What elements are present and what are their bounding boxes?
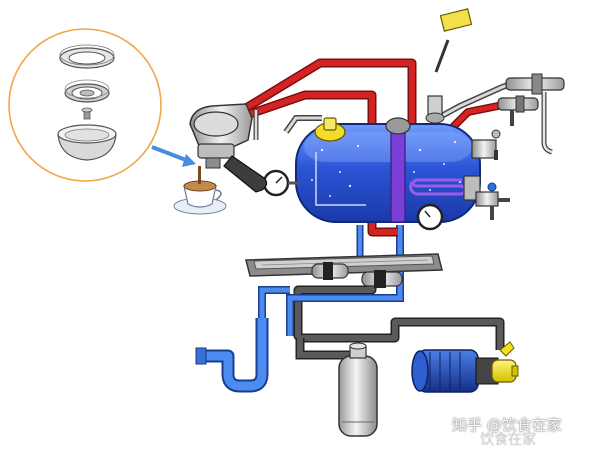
pump-head-icon [491, 341, 519, 383]
side-valve-icon [471, 129, 501, 160]
steam-wand-icon [505, 73, 565, 155]
watermark-secondary: 饮食在家 [480, 432, 536, 448]
hot-water-tap-icon [497, 95, 539, 126]
screen-screw-icon [81, 107, 93, 120]
steam-pipe [283, 81, 512, 134]
group-head-icon [189, 103, 268, 193]
pressure-gauge-icon [416, 203, 444, 231]
solenoid-valve-icon [361, 270, 403, 288]
inset-ring [8, 28, 162, 182]
hot-water-pipe [236, 58, 509, 237]
filter-basket-inset [8, 28, 162, 182]
filter-gasket-icon [59, 44, 115, 69]
boiler-cap-icon [314, 117, 346, 142]
pressure-switch-icon [425, 8, 473, 124]
filter-basket-icon [57, 124, 117, 161]
water-pump-icon [411, 341, 519, 393]
side-valve-icon [475, 182, 510, 220]
water-filter-canister-icon [338, 342, 378, 437]
boiler-tank-icon [295, 117, 481, 223]
espresso-cup-icon [173, 166, 227, 215]
solenoid-valve-icon [311, 262, 349, 280]
drain-trap-icon [195, 318, 269, 393]
pressure-gauge-icon [262, 169, 300, 197]
shower-screen-icon [64, 79, 110, 103]
callout-arrow [151, 145, 196, 167]
watermark-primary: 知乎 @饮食在家 [452, 416, 562, 434]
